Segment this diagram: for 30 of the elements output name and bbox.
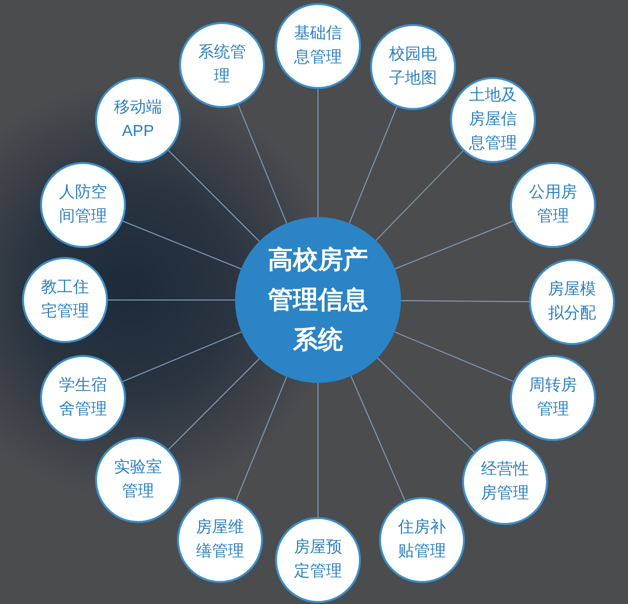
module-label: 教工住宅管理: [40, 278, 90, 322]
module-label: 周转房管理: [528, 376, 578, 420]
connector-line: [394, 220, 514, 270]
module-label: 基础信息管理: [293, 24, 343, 68]
module-label: 实验室管理: [113, 458, 163, 502]
connector-line: [122, 220, 242, 270]
connector-line: [168, 150, 260, 242]
connector-line: [394, 331, 514, 382]
system-title: 高校房产管理信息系统: [266, 245, 369, 356]
module-label: 人防空间管理: [58, 182, 108, 227]
connector-line: [236, 376, 288, 501]
module-label: 房屋预定管理: [293, 538, 343, 582]
module-label: 房屋模拟分配: [547, 280, 597, 324]
module-label: 土地及房屋信息管理: [468, 86, 518, 154]
module-label: 学生宿舍管理: [58, 376, 108, 420]
module-label: 经营性房管理: [480, 460, 530, 504]
connector-line: [376, 357, 475, 452]
connector-line: [375, 150, 464, 241]
connector-line: [400, 300, 530, 302]
module-label: 移动端APP: [113, 98, 163, 142]
module-label: 公用房管理: [528, 182, 578, 227]
connector-line: [348, 106, 398, 224]
connector-line: [122, 331, 242, 382]
module-label: 房屋维缮管理: [195, 518, 245, 562]
module-label: 住房补贴管理: [397, 518, 447, 562]
connector-line: [350, 376, 406, 502]
connector-line: [168, 358, 260, 450]
module-label: 系统管理: [197, 42, 247, 87]
connector-line: [238, 104, 288, 224]
module-label: 校园电子地图: [388, 44, 438, 89]
